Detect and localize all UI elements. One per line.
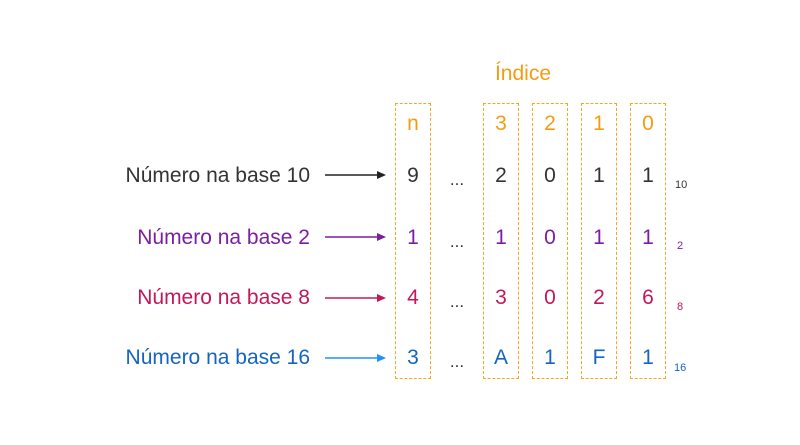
digit: 4 xyxy=(407,286,419,309)
digit: 1 xyxy=(495,226,507,249)
digit: 6 xyxy=(642,286,654,309)
base-subscript: 2 xyxy=(677,240,684,252)
ellipsis: ... xyxy=(449,292,465,311)
digit: 3 xyxy=(495,286,507,309)
digit: A xyxy=(493,346,508,369)
base-subscript: 10 xyxy=(675,179,688,191)
index-label-2: 2 xyxy=(544,112,556,135)
ellipsis: ... xyxy=(449,352,465,371)
digit: 9 xyxy=(407,164,419,187)
digit: F xyxy=(592,346,606,369)
column-n xyxy=(395,103,431,379)
digit: 1 xyxy=(407,226,419,249)
digit: 0 xyxy=(544,164,556,187)
column-1 xyxy=(581,103,617,379)
digit: 0 xyxy=(544,226,556,249)
digit: 1 xyxy=(593,164,605,187)
row-label-base-16: Número na base 16 xyxy=(125,346,310,369)
base-subscript: 16 xyxy=(674,362,687,374)
column-2 xyxy=(532,103,568,379)
arrow-row-3 xyxy=(325,294,386,302)
digit: 1 xyxy=(593,226,605,249)
index-label-1: 1 xyxy=(593,112,605,135)
row-label-base-2: Número na base 2 xyxy=(137,226,310,249)
index-label-n: n xyxy=(407,112,419,135)
index-label-3: 3 xyxy=(495,112,507,135)
row-label-base-10: Número na base 10 xyxy=(125,164,310,187)
digit: 3 xyxy=(407,346,419,369)
ellipsis: ... xyxy=(449,232,465,251)
index-title: Índice xyxy=(494,62,552,85)
row-label-base-8: Número na base 8 xyxy=(137,286,310,309)
index-label-0: 0 xyxy=(642,112,654,135)
column-3 xyxy=(483,103,519,379)
digit: 2 xyxy=(495,164,507,187)
ellipsis: ... xyxy=(449,170,465,189)
base-subscript: 8 xyxy=(677,301,684,313)
arrow-row-1 xyxy=(325,171,386,179)
digit: 0 xyxy=(544,286,556,309)
arrow-row-4 xyxy=(325,354,386,362)
column-0 xyxy=(630,103,666,379)
digit: 1 xyxy=(544,346,556,369)
digit: 1 xyxy=(642,164,654,187)
digit: 1 xyxy=(642,226,654,249)
digit: 2 xyxy=(593,286,605,309)
arrow-row-2 xyxy=(325,233,386,241)
digit: 1 xyxy=(642,346,654,369)
